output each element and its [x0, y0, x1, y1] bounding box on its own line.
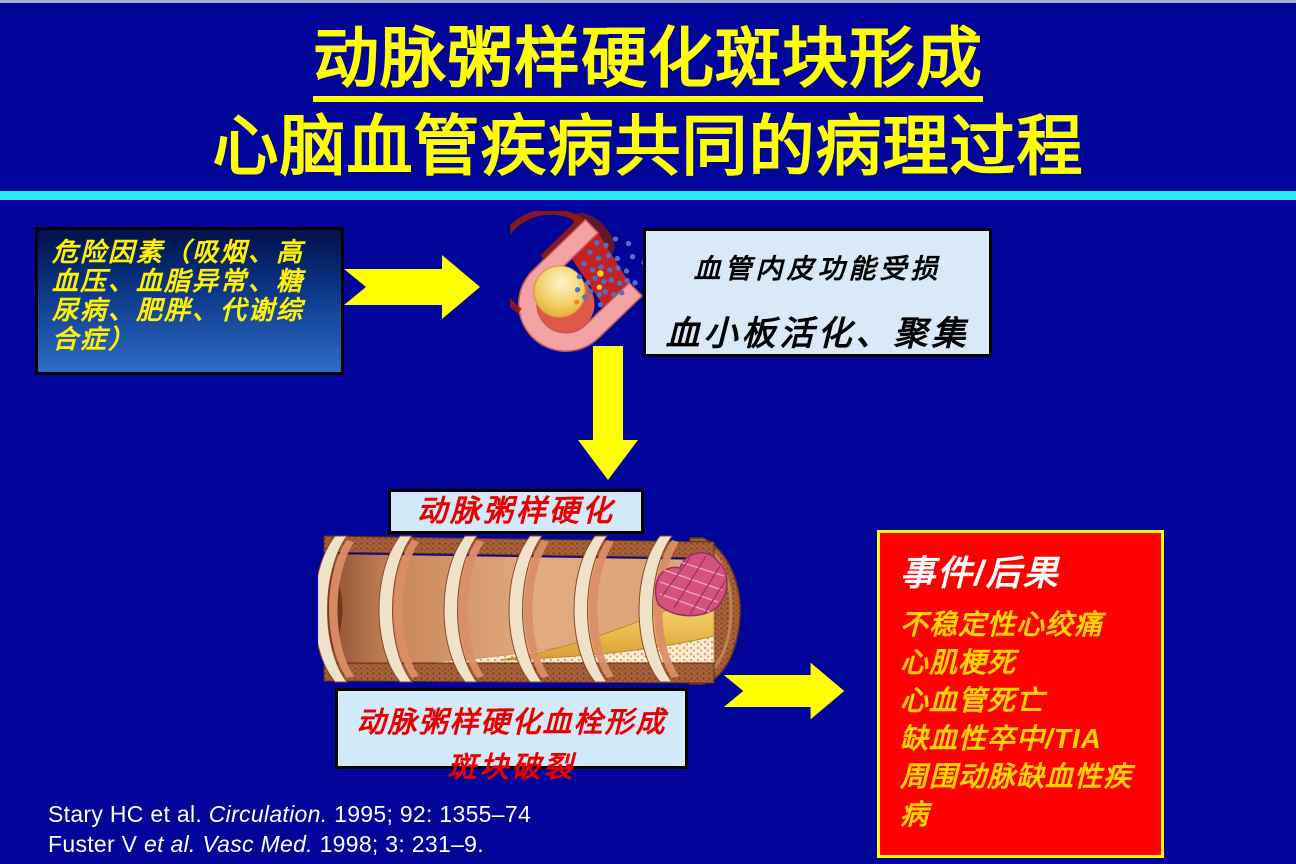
thrombosis-box: 动脉粥样硬化血栓形成 斑块破裂 [335, 688, 688, 784]
thrombus-shape [654, 552, 728, 617]
citation-line-2: Fuster V et al. Vasc Med. 1998; 3: 231–9… [48, 831, 484, 857]
arrow-down-icon [578, 346, 638, 480]
events-title: 事件/后果 [900, 554, 1060, 593]
event-item: 心肌梗死 [900, 647, 1017, 678]
artery-progression-illustration [318, 535, 741, 685]
event-item: 周围动脉缺血性疾病 [900, 761, 1133, 830]
cyan-divider-bar [0, 191, 1296, 200]
arrow-right-icon [344, 255, 480, 319]
atherosclerosis-label-box: 动脉粥样硬化 [388, 489, 644, 534]
thrombosis-line-1: 动脉粥样硬化血栓形成 [356, 707, 667, 739]
screen-top-edge-line [0, 0, 1296, 3]
endothelium-line-2: 血小板活化、聚集 [665, 315, 970, 353]
citation-line-1: Stary HC et al. Circulation. 1995; 92: 1… [48, 801, 532, 827]
title-line-1-text: 动脉粥样硬化斑块形成 [313, 20, 983, 102]
event-item: 缺血性卒中/TIA [900, 723, 1102, 754]
citations: Stary HC et al. Circulation. 1995; 92: 1… [48, 799, 531, 859]
endothelium-line-1: 血管内皮功能受损 [693, 254, 942, 284]
event-item: 心血管死亡 [900, 685, 1046, 716]
slide-title: 动脉粥样硬化斑块形成 心脑血管疾病共同的病理过程 [0, 20, 1296, 182]
arrow-right-icon [723, 662, 845, 720]
endothelium-box: 血管内皮功能受损 血小板活化、聚集 [643, 228, 992, 357]
thrombosis-line-2: 斑块破裂 [447, 752, 576, 784]
title-line-1: 动脉粥样硬化斑块形成 [0, 20, 1296, 102]
risk-factors-box: 危险因素（吸烟、高血压、血脂异常、糖尿病、肥胖、代谢综合症） [35, 227, 344, 375]
title-line-2: 心脑血管疾病共同的病理过程 [212, 109, 1084, 183]
platelet-dots [574, 236, 648, 308]
events-consequences-box: 事件/后果 不稳定性心绞痛 心肌梗死 心血管死亡 缺血性卒中/TIA 周围动脉缺… [877, 530, 1164, 858]
event-item: 不稳定性心绞痛 [900, 609, 1104, 640]
artery-cross-section-illustration [510, 211, 648, 352]
